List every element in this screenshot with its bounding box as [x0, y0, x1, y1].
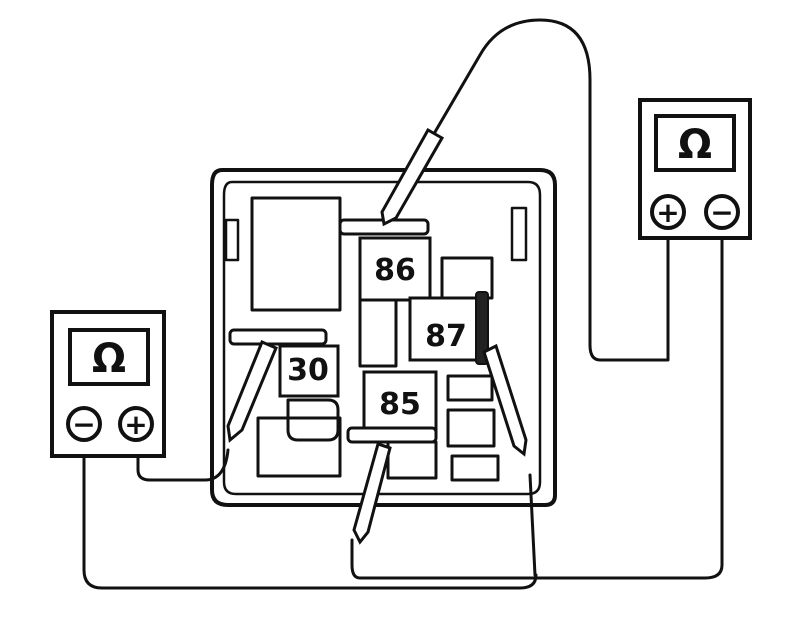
wires: [82, 18, 724, 590]
center-divider: [358, 296, 398, 368]
pocket-upper-left: [250, 196, 342, 312]
terminal-box-30: [278, 344, 340, 398]
pocket-lower-left: [256, 416, 342, 478]
jack-left-minus: [66, 406, 102, 442]
jack-right-plus-label: +: [656, 196, 679, 229]
terminal-box-85: [362, 370, 438, 434]
probe-85: [352, 442, 392, 545]
ohmmeter-left-display: [68, 328, 150, 386]
relay-inner-case: [222, 180, 542, 496]
terminal-box-86: [358, 236, 432, 302]
relay-outer-case: [210, 168, 557, 507]
ohm-symbol-left: Ω: [92, 336, 126, 382]
jack-right-plus: [650, 194, 686, 230]
jack-left-plus: [118, 406, 154, 442]
probe-86: [380, 127, 445, 227]
pocket-right-1: [446, 374, 494, 402]
jack-left-plus-label: +: [124, 408, 147, 441]
wire-left-minus-to-85: [82, 450, 538, 590]
right-clip: [510, 206, 528, 262]
blade-87: [475, 291, 489, 365]
terminal-85-label: 85: [379, 387, 421, 422]
blade-85: [346, 426, 438, 444]
jack-left-minus-label: −: [72, 408, 95, 441]
pocket-right-2: [446, 408, 496, 448]
pocket-bottom-center: [386, 440, 438, 480]
probe-87: [482, 343, 528, 457]
pocket-right-3: [450, 454, 500, 482]
wire-right-minus-branch: [528, 473, 537, 577]
jack-right-minus-label: −: [710, 196, 733, 229]
ohmmeter-right: Ω + −: [638, 98, 752, 240]
terminal-87-label: 87: [425, 319, 467, 354]
ohm-symbol-right: Ω: [678, 122, 712, 168]
ohmmeter-left: Ω − +: [50, 310, 166, 458]
terminal-30-label: 30: [287, 353, 329, 388]
probe-30: [226, 340, 278, 443]
terminal-86-label: 86: [374, 253, 416, 288]
ohmmeter-right-display: [654, 114, 736, 172]
pocket-notch: [286, 398, 340, 442]
wire-right-plus-to-86: [433, 18, 670, 362]
blade-30: [228, 328, 328, 346]
left-clip: [224, 218, 240, 262]
terminal-box-87: [408, 296, 482, 362]
jack-right-minus: [704, 194, 740, 230]
wire-right-minus-to-87: [350, 236, 724, 580]
terminals: 86 87 30 85: [228, 218, 489, 444]
probes: [226, 127, 528, 545]
